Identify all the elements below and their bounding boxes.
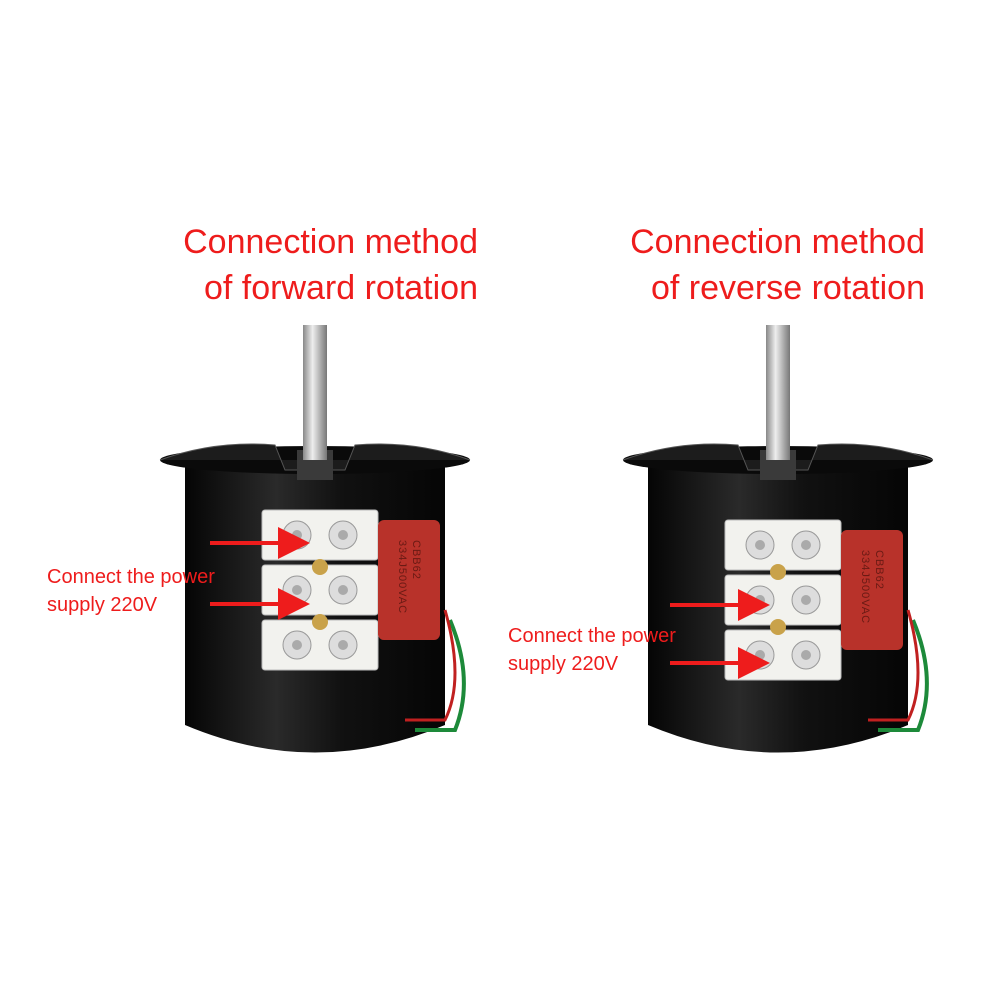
capacitor-marking-reverse: CBB62 334J500VAC — [859, 550, 885, 625]
title-line: Connection method — [183, 223, 478, 261]
label-line: Connect the power — [508, 625, 676, 647]
title-line: of forward rotation — [203, 269, 478, 307]
label-line: supply 220V — [47, 594, 158, 616]
motor-forward — [158, 323, 472, 755]
label-line: supply 220V — [508, 653, 619, 675]
power-label-reverse: Connect the power supply 220V — [508, 622, 676, 678]
title-forward: Connection method of forward rotation — [183, 219, 478, 311]
capacitor-marking-forward: CBB62 334J500VAC — [396, 540, 422, 615]
title-reverse: Connection method of reverse rotation — [630, 219, 925, 311]
motor-reverse — [621, 323, 935, 755]
title-line: of reverse rotation — [650, 269, 925, 307]
power-label-forward: Connect the power supply 220V — [47, 563, 215, 619]
capacitor — [841, 530, 903, 650]
label-line: Connect the power — [47, 566, 215, 588]
title-line: Connection method — [630, 223, 925, 261]
capacitor — [378, 520, 440, 640]
